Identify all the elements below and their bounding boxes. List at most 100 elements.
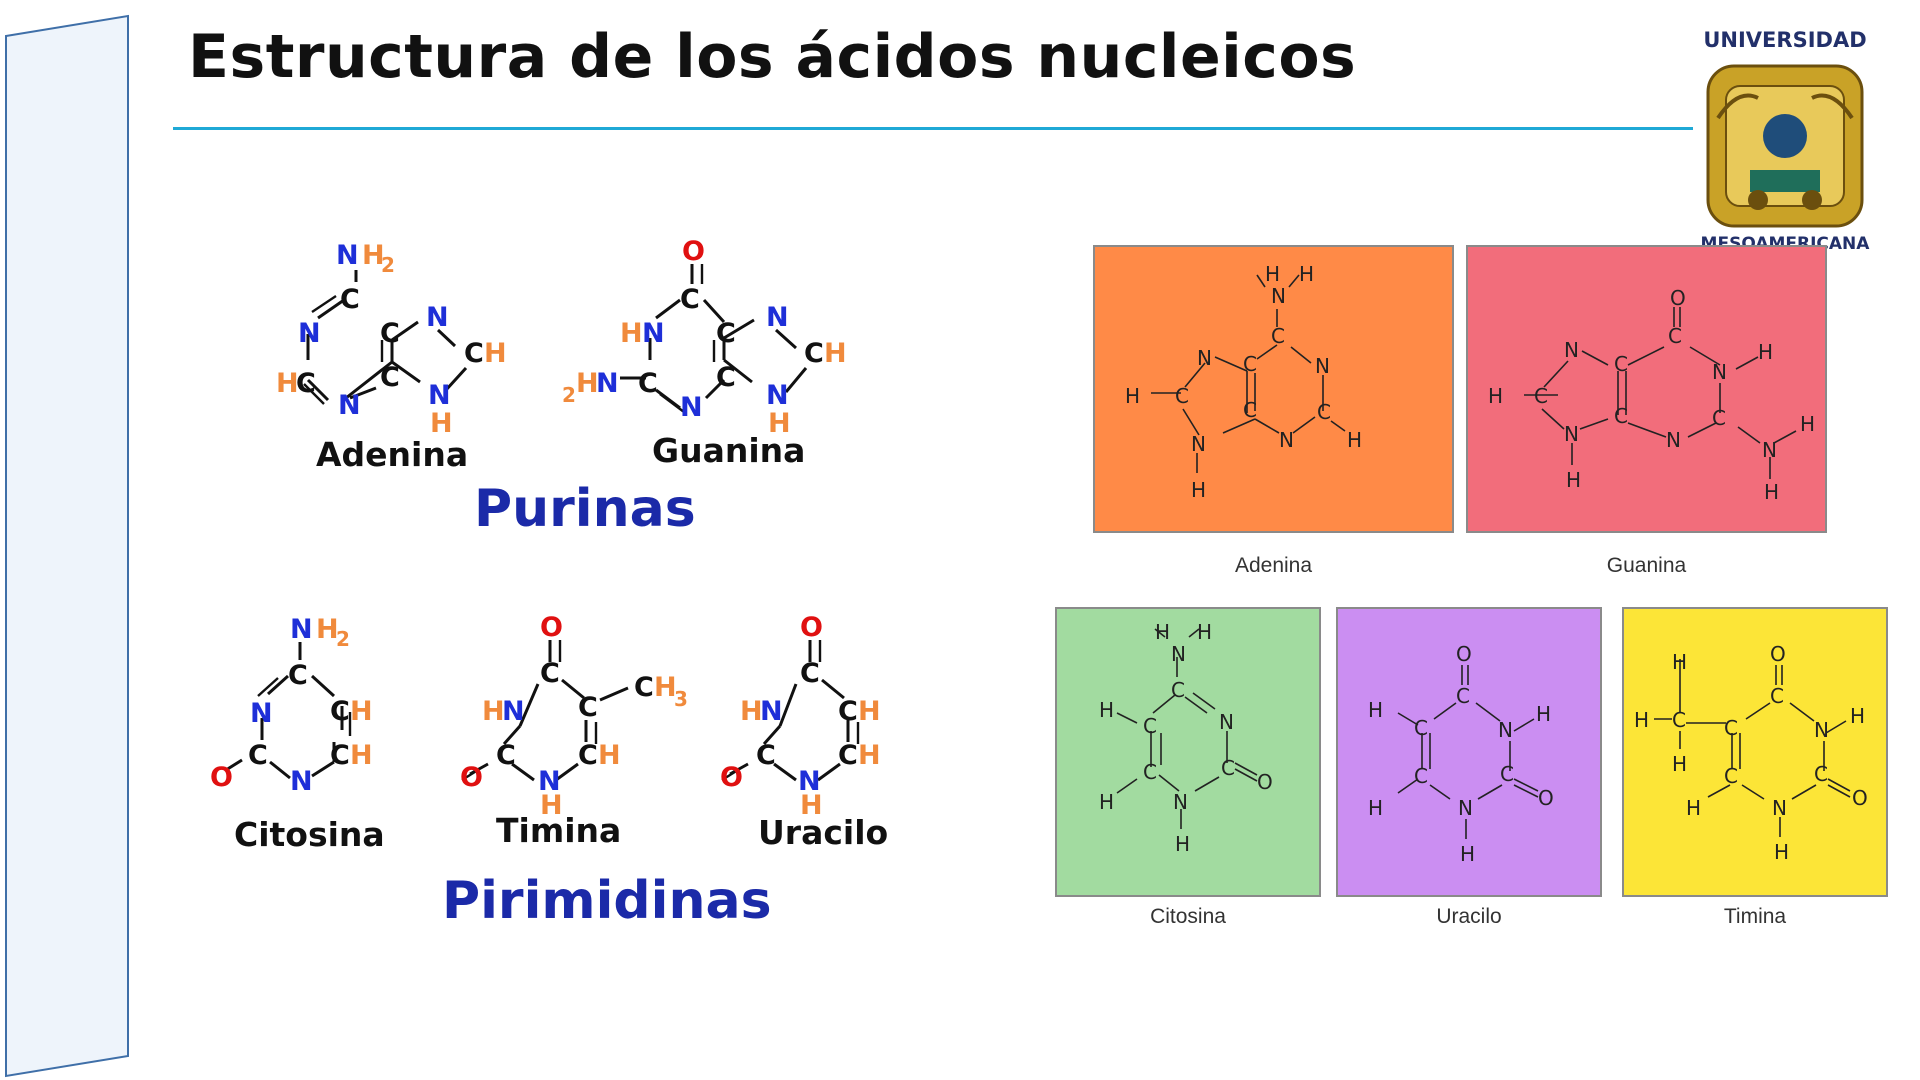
svg-text:N: N [1772,796,1787,820]
svg-text:H: H [1758,340,1773,364]
svg-text:C: C [1724,716,1738,740]
svg-text:N: N [1171,642,1186,666]
svg-text:H: H [1764,480,1779,504]
svg-text:H: H [1686,796,1701,820]
svg-text:C: C [1171,678,1185,702]
svg-text:N: N [1666,428,1681,452]
svg-text:C: C [288,660,308,691]
svg-text:O: O [460,762,483,793]
svg-text:H: H [858,696,881,727]
svg-text:O: O [1538,786,1554,810]
logo-emblem-icon [1706,64,1864,228]
svg-text:C: C [330,696,350,727]
uracilo-caption: Uracilo [1436,905,1502,928]
svg-text:C: C [1534,384,1548,408]
svg-text:N: N [1712,360,1727,384]
svg-text:N: N [1564,422,1579,446]
svg-text:H: H [598,740,621,771]
svg-text:N: N [338,390,361,421]
svg-text:H: H [740,696,763,727]
svg-text:C: C [716,362,736,393]
svg-text:H: H [350,740,373,771]
svg-text:C: C [1668,324,1682,348]
svg-text:N: N [798,766,821,797]
svg-text:N: N [760,696,783,727]
svg-text:C: C [578,740,598,771]
svg-text:H: H [1099,698,1114,722]
svg-text:H: H [654,672,677,703]
svg-text:2: 2 [562,383,576,407]
svg-text:C: C [1221,756,1235,780]
svg-text:C: C [578,692,598,723]
svg-text:H: H [1099,790,1114,814]
svg-text:N: N [290,766,313,797]
svg-text:C: C [1456,684,1470,708]
svg-text:N: N [596,368,619,399]
svg-text:2: 2 [381,253,395,277]
svg-text:C: C [638,368,658,399]
svg-text:O: O [720,762,743,793]
pyrimidines-heading: Pirimidinas [442,871,772,931]
timina-label: Timina [496,811,621,850]
adenina-caption: Adenina [1234,554,1313,577]
svg-text:C: C [1500,762,1514,786]
svg-text:C: C [1724,764,1738,788]
svg-text:N: N [336,240,359,271]
svg-text:N: N [1279,428,1294,452]
svg-text:C: C [756,740,776,771]
svg-text:C: C [340,284,360,315]
logo-top-text: UNIVERSIDAD [1703,28,1867,52]
svg-text:N: N [1173,790,1188,814]
svg-text:3: 3 [674,687,688,711]
svg-text:C: C [330,740,350,771]
timina-skeletal-formula: O C NH C H C H H C H C O N H [1634,642,1868,864]
svg-text:C: C [1143,760,1157,784]
svg-text:N: N [290,614,313,645]
svg-text:H: H [768,408,791,439]
svg-text:C: C [1175,384,1189,408]
svg-text:O: O [1770,642,1786,666]
svg-text:N: N [1219,710,1234,734]
svg-text:C: C [800,658,820,689]
svg-text:N: N [766,380,789,411]
svg-text:N: N [1498,718,1513,742]
svg-text:N: N [1762,438,1777,462]
svg-text:N: N [1271,284,1286,308]
svg-text:C: C [804,338,824,369]
svg-text:H: H [430,408,453,439]
svg-text:C: C [1243,398,1257,422]
svg-text:N: N [642,318,665,349]
svg-text:C: C [838,740,858,771]
svg-text:H: H [620,318,643,349]
svg-text:O: O [1257,770,1273,794]
university-logo: UNIVERSIDAD MESOAMERICANA [1680,28,1890,278]
svg-text:O: O [1670,286,1686,310]
svg-text:C: C [634,672,654,703]
svg-text:H: H [1265,262,1280,286]
svg-text:H: H [1566,468,1581,492]
svg-text:H: H [1347,428,1362,452]
svg-text:N: N [680,392,703,423]
adenina-label: Adenina [316,435,468,474]
svg-text:H: H [1460,842,1475,866]
svg-text:H: H [276,368,299,399]
svg-text:H: H [1800,412,1815,436]
svg-text:C: C [1814,762,1828,786]
svg-text:C: C [540,658,560,689]
svg-text:N: N [1814,718,1829,742]
svg-text:O: O [210,762,233,793]
svg-text:H: H [1536,702,1551,726]
purines-heading: Purinas [474,479,696,539]
svg-text:H: H [824,338,847,369]
svg-text:O: O [540,612,563,643]
